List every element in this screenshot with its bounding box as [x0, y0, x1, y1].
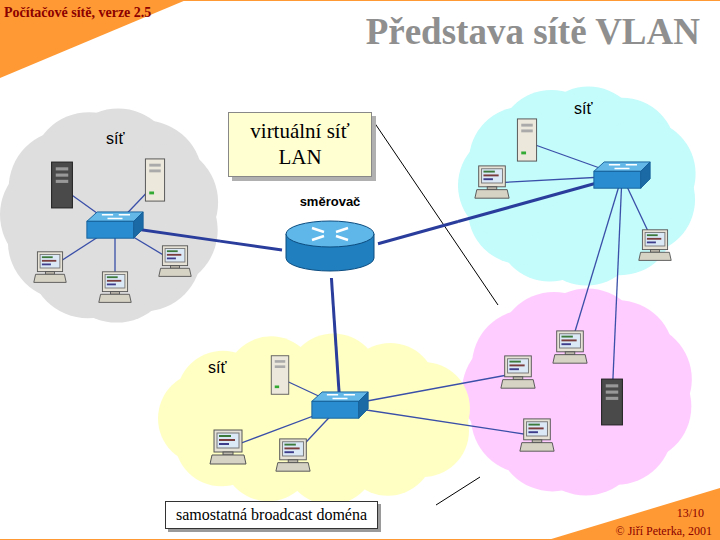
- callout-box: samostatná broadcast doména: [165, 501, 378, 529]
- title-holder: Představa sítě VLAN: [366, 10, 700, 53]
- callout-box: virtuální síť LAN: [228, 112, 372, 177]
- page-number: 13/10: [677, 507, 704, 521]
- cloud-lobe: [102, 144, 218, 260]
- corner-triangle: [548, 488, 720, 540]
- computer-icon: [99, 272, 131, 303]
- label-holder: 13/10: [677, 503, 704, 521]
- network-wire: [612, 176, 622, 400]
- router-icon: [282, 216, 378, 278]
- switch-icon: [312, 392, 368, 418]
- network-wire: [570, 176, 622, 348]
- server-icon: [602, 379, 623, 425]
- computer-icon: [159, 246, 191, 277]
- router-link: [378, 221, 458, 243]
- server-icon: [517, 119, 536, 161]
- router-arrow: [312, 228, 324, 232]
- label-holder: © Jiří Peterka, 2001: [616, 521, 712, 539]
- corner-triangle: [0, 0, 186, 78]
- computer-icon: [34, 252, 66, 283]
- slide-title: Představa sítě VLAN: [366, 11, 700, 52]
- server-icon: [52, 162, 73, 208]
- computer-icon: [210, 430, 246, 464]
- computer-icon: [501, 356, 535, 388]
- computer-icon: [276, 439, 310, 471]
- course-header: Počítačové sítě, verze 2.5: [4, 5, 151, 21]
- network-wire: [340, 406, 537, 436]
- router-link: [331, 278, 335, 333]
- cloud-lobe: [588, 120, 696, 228]
- router-label: směrovač: [300, 194, 361, 209]
- vlan-cloud: [462, 289, 692, 496]
- copyright-note: © Jiří Peterka, 2001: [616, 525, 712, 539]
- computer-icon: [520, 419, 554, 451]
- router-node: směrovač: [282, 192, 378, 278]
- callout-text: virtuální síť LAN: [237, 118, 363, 171]
- network-label: síť: [106, 130, 124, 148]
- router-arrow: [336, 228, 348, 232]
- callout-text: samostatná broadcast doména: [176, 505, 367, 525]
- network-label: síť: [574, 100, 592, 118]
- router-top: [286, 221, 374, 247]
- computer-icon: [475, 166, 509, 198]
- switch-icon: [87, 212, 143, 238]
- wire-group: [50, 142, 655, 456]
- computer-icon: [553, 331, 587, 363]
- leader-line: [436, 477, 480, 505]
- router-arrow: [312, 236, 324, 240]
- network-label: síť: [208, 359, 226, 377]
- bottom-rule: [0, 539, 720, 540]
- switch-icon: [594, 162, 650, 188]
- server-icon: [271, 356, 289, 395]
- computer-icon: [639, 230, 671, 261]
- router-arrow: [336, 236, 348, 240]
- top-rule: [0, 0, 720, 1]
- cloud-lobe: [579, 323, 691, 435]
- cloud-lobe: [377, 362, 470, 455]
- router-link: [220, 241, 282, 250]
- label-holder: Počítačové sítě, verze 2.5: [4, 3, 154, 21]
- server-icon: [145, 159, 164, 201]
